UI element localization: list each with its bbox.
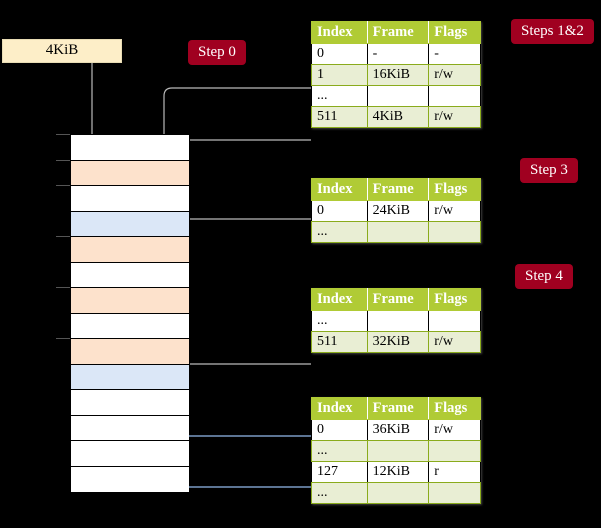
- memory-row-tick: [56, 338, 70, 339]
- column-header-flags: Flags: [428, 288, 481, 311]
- table-cell: -: [366, 43, 430, 65]
- badge-step-4-label: Step 4: [525, 268, 563, 284]
- table-cell: 16KiB: [366, 64, 430, 86]
- table-cell: 0: [311, 419, 368, 441]
- table-row: ...: [311, 482, 481, 504]
- offset-box: 4KiB: [2, 39, 122, 63]
- table-row: ...: [311, 85, 481, 107]
- memory-frame-row: [71, 466, 189, 492]
- column-header-frame: Frame: [366, 397, 430, 420]
- memory-frame-row: [71, 237, 189, 263]
- badge-step-3-label: Step 3: [530, 162, 568, 178]
- table-cell: [366, 85, 430, 107]
- table-cell: r/w: [428, 331, 481, 353]
- table-cell: -: [428, 43, 481, 65]
- table-cell: r/w: [428, 200, 481, 222]
- table-cell: [366, 482, 430, 504]
- table-cell: 36KiB: [366, 419, 430, 441]
- table-row: ...: [311, 310, 481, 332]
- table-cell: [366, 440, 430, 462]
- table-cell: ...: [311, 310, 368, 332]
- memory-frame-row: [71, 262, 189, 288]
- memory-row-tick: [56, 160, 70, 161]
- memory-row-tick: [56, 134, 70, 135]
- table-row: 0--: [311, 43, 481, 65]
- column-header-index: Index: [311, 178, 368, 201]
- column-header-index: Index: [311, 397, 368, 420]
- column-header-index: Index: [311, 21, 368, 44]
- badge-step-4: Step 4: [516, 265, 572, 288]
- memory-frame-row: [71, 390, 189, 416]
- memory-frame-row: [71, 339, 189, 365]
- column-header-frame: Frame: [366, 178, 430, 201]
- table-cell: 1: [311, 64, 368, 86]
- memory-frame-row: [71, 288, 189, 314]
- memory-frame-row: [71, 313, 189, 339]
- table-cell: ...: [311, 440, 368, 462]
- table-cell: 24KiB: [366, 200, 430, 222]
- memory-frame-row: [71, 441, 189, 467]
- column-header-flags: Flags: [428, 178, 481, 201]
- table-cell: [366, 221, 430, 243]
- physical-memory-column: [70, 134, 190, 492]
- memory-frame-row: [71, 415, 189, 441]
- table-cell: 511: [311, 106, 368, 128]
- table-cell: [428, 440, 481, 462]
- table-row: ...: [311, 440, 481, 462]
- memory-row-tick: [56, 185, 70, 186]
- table-cell: 32KiB: [366, 331, 430, 353]
- badge-step-3: Step 3: [521, 159, 577, 182]
- badge-steps-1-2: Steps 1&2: [512, 20, 593, 43]
- table-cell: ...: [311, 482, 368, 504]
- badge-steps-1-2-label: Steps 1&2: [521, 23, 584, 39]
- memory-frame-row: [71, 135, 189, 161]
- column-header-frame: Frame: [366, 21, 430, 44]
- table-cell: 127: [311, 461, 368, 483]
- memory-frame-row: [71, 364, 189, 390]
- table-cell: [428, 85, 481, 107]
- table-cell: r/w: [428, 64, 481, 86]
- memory-frame-row: [71, 160, 189, 186]
- table-cell: 0: [311, 200, 368, 222]
- badge-step-0: Step 0: [189, 41, 245, 64]
- table-cell: ...: [311, 221, 368, 243]
- column-header-frame: Frame: [366, 288, 430, 311]
- table-cell: r/w: [428, 419, 481, 441]
- table-cell: [366, 310, 430, 332]
- memory-row-tick: [56, 287, 70, 288]
- memory-frame-row: [71, 186, 189, 212]
- table-cell: 4KiB: [366, 106, 430, 128]
- table-cell: ...: [311, 85, 368, 107]
- table-cell: [428, 310, 481, 332]
- memory-row-tick: [56, 236, 70, 237]
- offset-box-label: 4KiB: [45, 42, 79, 58]
- column-header-flags: Flags: [428, 21, 481, 44]
- table-cell: 0: [311, 43, 368, 65]
- column-header-index: Index: [311, 288, 368, 311]
- table-cell: 12KiB: [366, 461, 430, 483]
- table-cell: r: [428, 461, 481, 483]
- table-cell: [428, 482, 481, 504]
- memory-frame-row: [71, 211, 189, 237]
- table-row: ...: [311, 221, 481, 243]
- badge-step-0-label: Step 0: [198, 44, 236, 60]
- table-cell: 511: [311, 331, 368, 353]
- table-cell: [428, 221, 481, 243]
- table-cell: r/w: [428, 106, 481, 128]
- column-header-flags: Flags: [428, 397, 481, 420]
